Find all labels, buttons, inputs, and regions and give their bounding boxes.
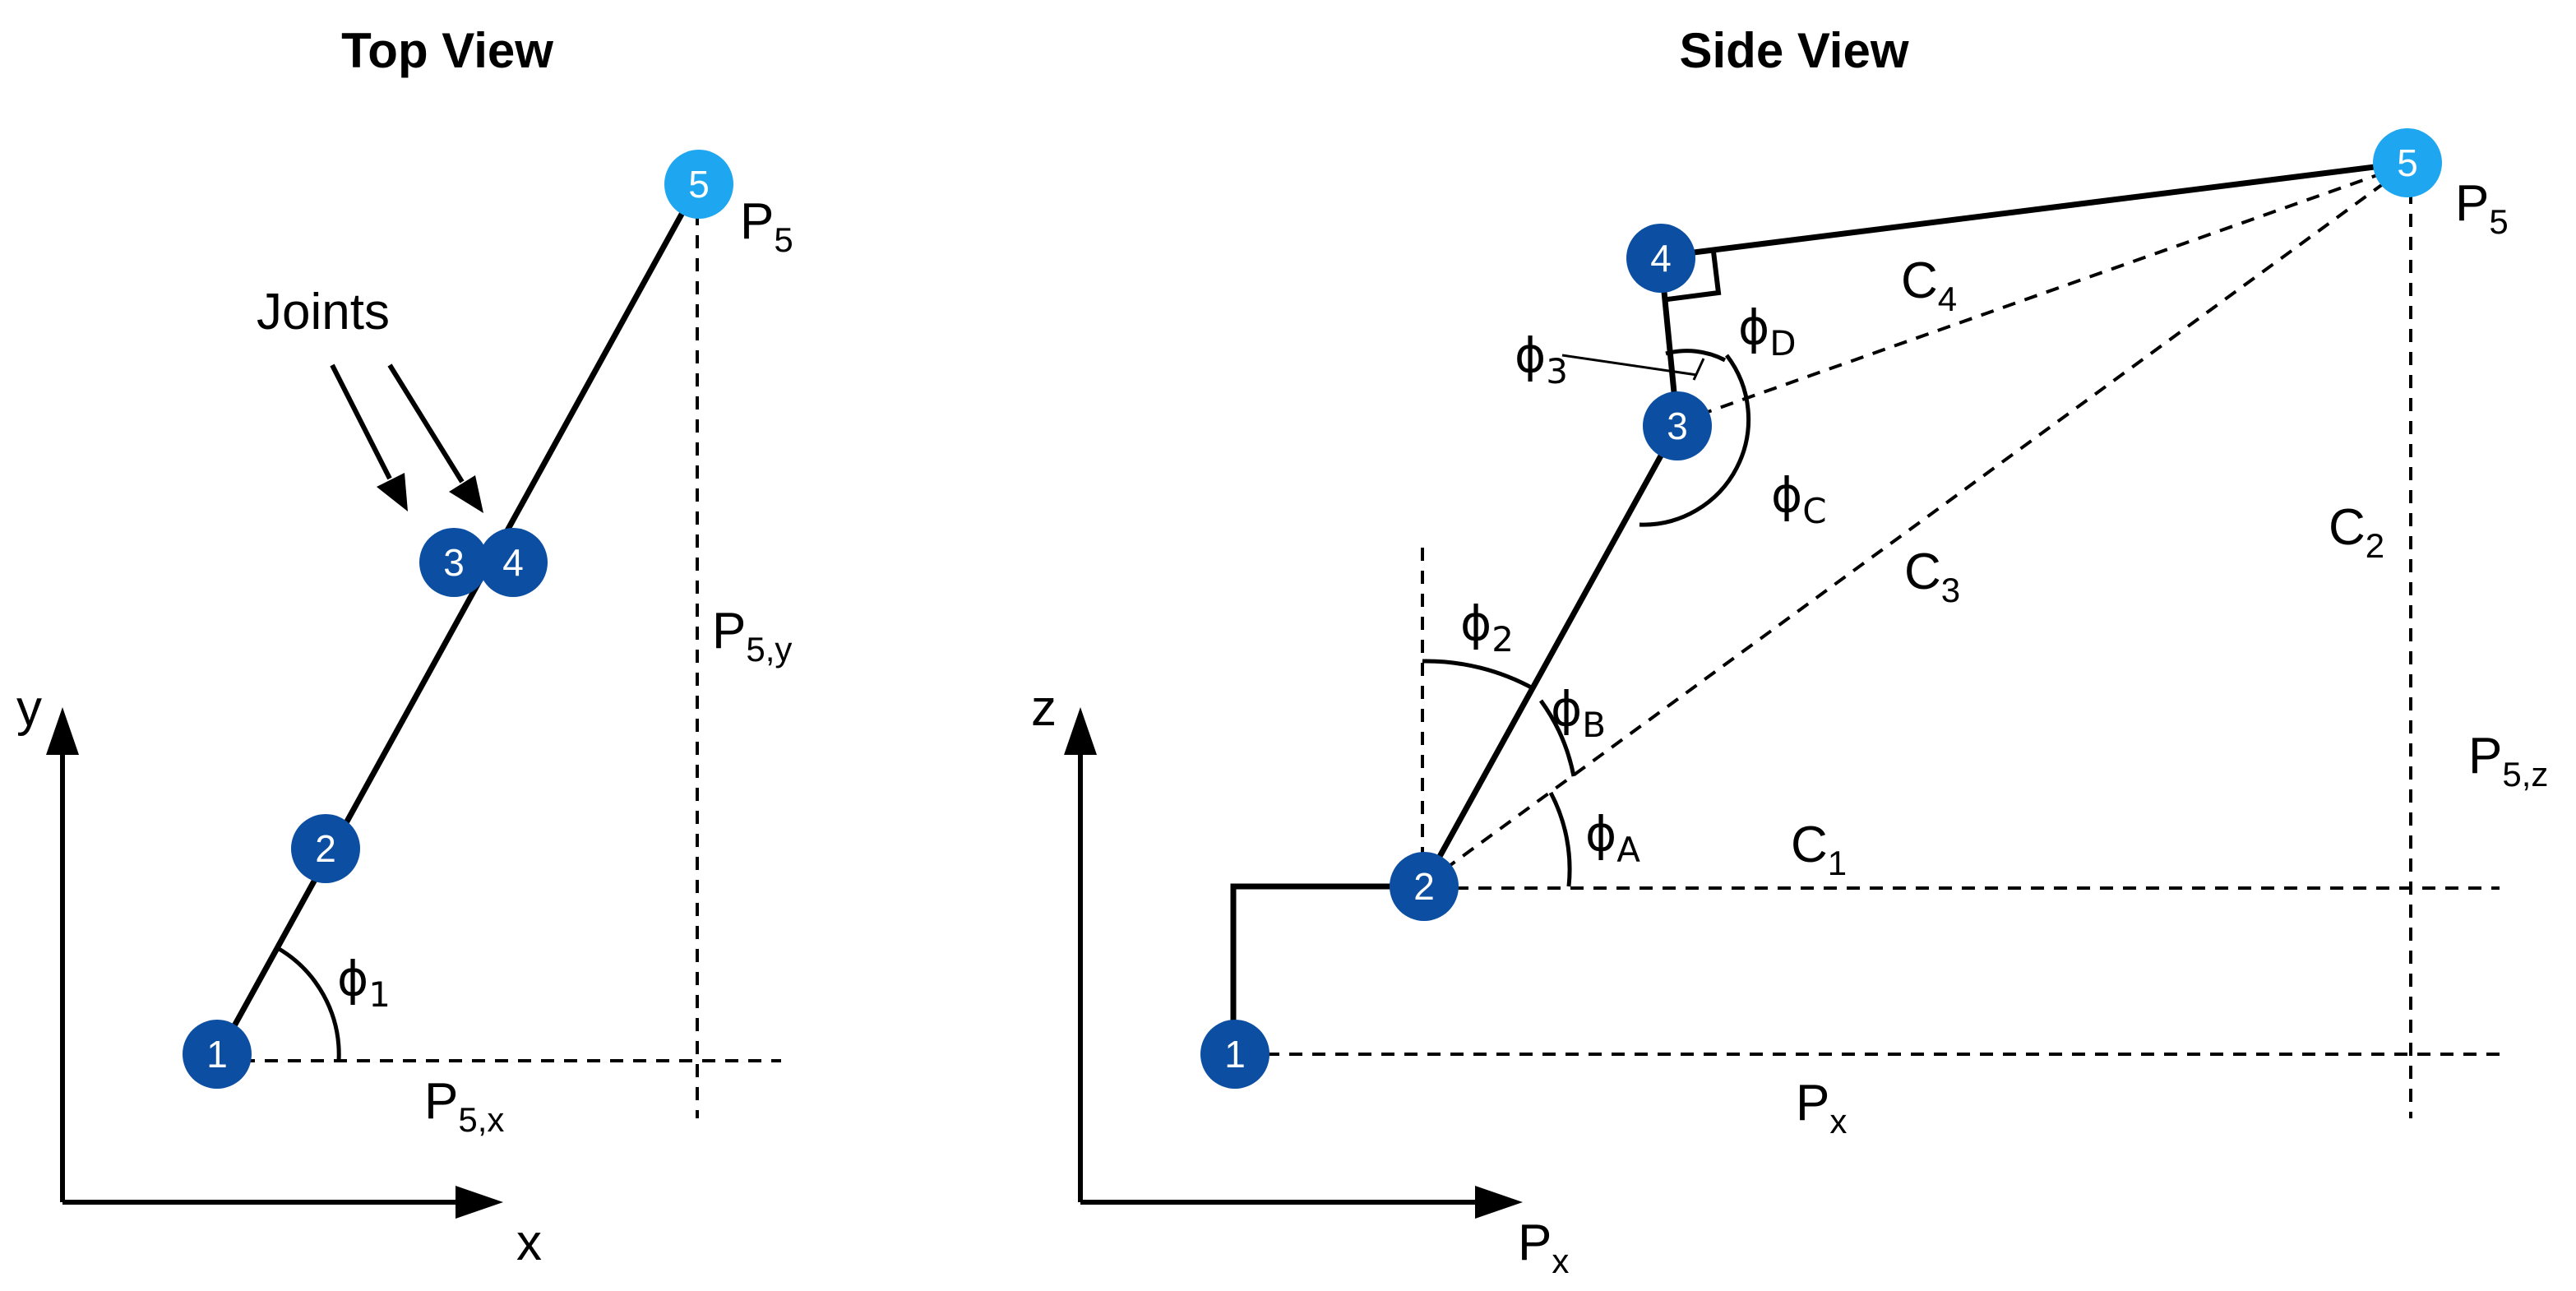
- side-phiC-label: ϕC: [1771, 467, 1827, 531]
- side-c2-label: C2: [2329, 499, 2384, 565]
- side-link-2-3: [1421, 423, 1681, 888]
- svg-text:3: 3: [1667, 405, 1688, 447]
- side-view: Side View z Px P5: [1031, 23, 2548, 1280]
- top-p5-label: P5: [740, 193, 793, 259]
- side-phiB-arc: [1538, 699, 1576, 777]
- svg-text:3: 3: [443, 541, 465, 584]
- top-joint-4: 4: [479, 528, 548, 597]
- top-p5y-label: P5,y: [712, 603, 792, 669]
- side-right-angle-marker: [1667, 251, 1722, 302]
- side-c3-label: C3: [1904, 544, 1960, 609]
- side-link-4-5: [1658, 160, 2411, 260]
- side-p5z-label: P5,z: [2468, 728, 2548, 794]
- side-phi3-pointer: [1561, 354, 1698, 377]
- top-joint-5: 5: [664, 150, 733, 219]
- top-p5x-label: P5,x: [424, 1073, 504, 1139]
- side-z-axis-arrow-icon: [1064, 707, 1097, 755]
- top-x-axis-arrow-icon: [456, 1186, 503, 1219]
- svg-text:1: 1: [206, 1033, 228, 1076]
- top-joints-arrow-2: [387, 363, 465, 484]
- top-joints-arrow-1-icon: [377, 473, 408, 511]
- side-joint-3: 3: [1643, 391, 1712, 460]
- top-joints-arrow-2-icon: [449, 475, 483, 513]
- top-view: Top View y x ϕ1 Joints P5 P5,x P5,y 1: [16, 23, 793, 1271]
- svg-text:5: 5: [2397, 141, 2418, 184]
- side-px-label: Px: [1796, 1075, 1847, 1141]
- side-phiA-label: ϕA: [1585, 806, 1640, 870]
- side-phi3-tick: [1692, 358, 1705, 381]
- side-phiD-arc: [1665, 349, 1727, 363]
- top-joint-3: 3: [419, 528, 488, 597]
- top-view-title: Top View: [341, 23, 553, 78]
- svg-text:2: 2: [315, 827, 336, 870]
- svg-text:1: 1: [1224, 1033, 1246, 1076]
- side-joint-2: 2: [1390, 852, 1459, 921]
- side-phiA-arc: [1548, 791, 1572, 887]
- side-x-axis-label: Px: [1518, 1215, 1569, 1280]
- side-x-axis-arrow-icon: [1475, 1186, 1523, 1219]
- side-c4-dash: [1676, 163, 2408, 424]
- top-y-axis-arrow-icon: [46, 707, 79, 755]
- side-c4-label: C4: [1901, 252, 1957, 318]
- top-phi1-label: ϕ1: [337, 951, 391, 1015]
- top-x-axis-label: x: [516, 1215, 542, 1271]
- side-c3-dash: [1424, 164, 2409, 885]
- side-joint-4: 4: [1626, 224, 1695, 293]
- svg-text:2: 2: [1413, 865, 1435, 908]
- side-phi3-label: ϕ3: [1515, 327, 1568, 391]
- top-joint-2: 2: [291, 814, 360, 883]
- top-joints-arrow-1: [330, 363, 392, 480]
- svg-text:5: 5: [688, 163, 710, 206]
- side-c1-label: C1: [1791, 817, 1847, 882]
- top-y-axis-label: y: [16, 680, 42, 737]
- top-joint-1: 1: [183, 1020, 252, 1089]
- top-phi1-arc: [275, 945, 341, 1062]
- side-z-axis-label: z: [1031, 680, 1057, 737]
- side-phiD-label: ϕD: [1738, 299, 1797, 363]
- side-phiB-label: ϕB: [1551, 681, 1606, 745]
- side-phi2-label: ϕ2: [1460, 595, 1514, 659]
- svg-text:4: 4: [1650, 237, 1672, 280]
- svg-text:4: 4: [502, 541, 524, 584]
- side-joint-1: 1: [1200, 1020, 1270, 1089]
- side-view-title: Side View: [1679, 23, 1908, 78]
- top-joints-annotation: Joints: [257, 284, 390, 340]
- side-phiC-arc: [1639, 354, 1751, 527]
- side-joint-5: 5: [2373, 128, 2442, 197]
- side-phi2-arc: [1422, 659, 1536, 692]
- top-arm-link: [215, 183, 701, 1057]
- side-base-link: [1230, 883, 1426, 1056]
- side-p5-label: P5: [2455, 175, 2509, 241]
